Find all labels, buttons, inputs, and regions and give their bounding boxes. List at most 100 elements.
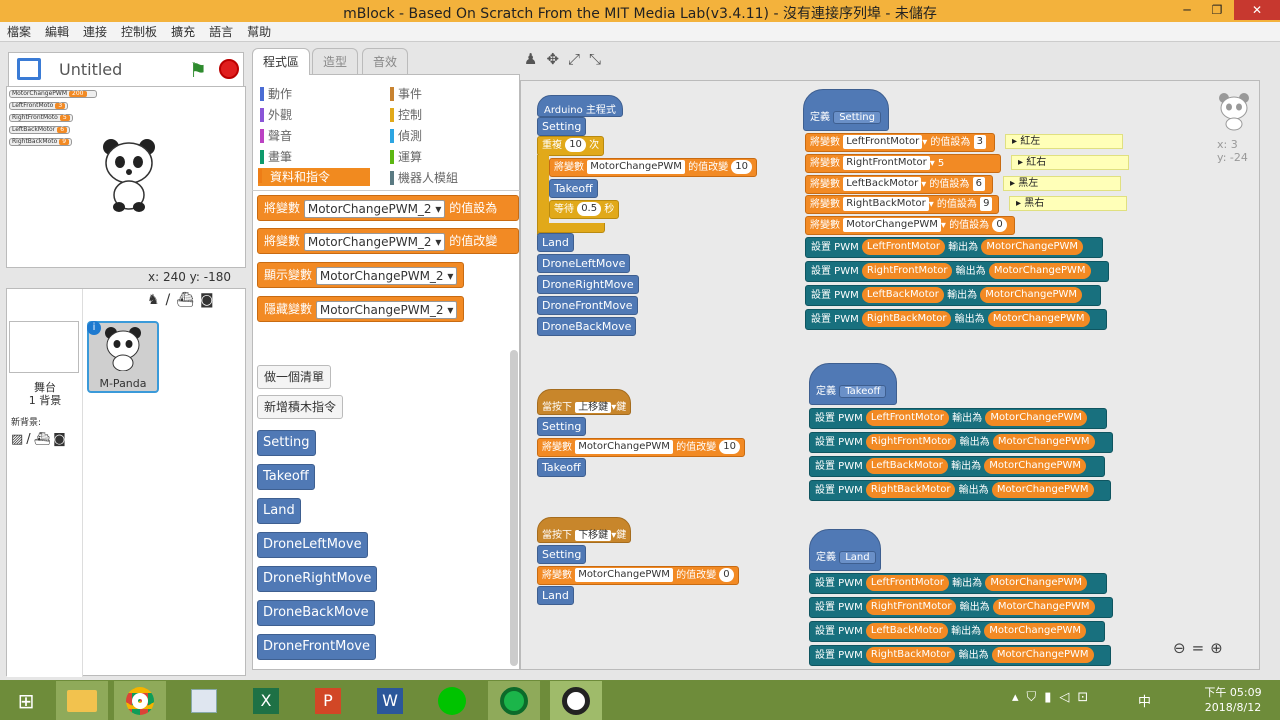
sprite-thumbnail[interactable]: i M-Panda (87, 321, 159, 393)
key-press-hat-down[interactable]: 當按下 下移鍵▾鍵 (537, 517, 632, 543)
category-control[interactable]: 控制 (390, 107, 422, 123)
set-pwm-block[interactable]: 設置 PWM RightBackMotor 輸出為 MotorChangePWM (805, 309, 1107, 330)
close-button[interactable]: ✕ (1234, 0, 1280, 20)
change-variable-block[interactable]: 將變數 MotorChangePWM 的值改變 0 (537, 566, 739, 585)
set-pwm-block[interactable]: 設置 PWM RightFrontMotor 輸出為 MotorChangePW… (805, 261, 1109, 282)
tab-sounds[interactable]: 音效 (362, 48, 409, 74)
palette-block-dronefrontmove[interactable]: DroneFrontMove (257, 634, 377, 660)
variable-dropdown[interactable]: MotorChangePWM_2 ▾ (315, 300, 458, 319)
set-pwm-block[interactable]: 設置 PWM RightFrontMotor 輸出為 MotorChangePW… (809, 597, 1113, 618)
arduino-main-hat[interactable]: Arduino 主程式 (537, 95, 623, 117)
variable-dropdown[interactable]: MotorChangePWM_2 ▾ (315, 266, 458, 285)
call-takeoff-block[interactable]: Takeoff (549, 179, 598, 198)
taskbar-line-icon[interactable] (426, 681, 478, 720)
palette-block-setting[interactable]: Setting (257, 430, 316, 456)
menu-file[interactable]: 檔案 (7, 25, 32, 39)
set-pwm-block[interactable]: 設置 PWM LeftBackMotor 輸出為 MotorChangePWM (809, 621, 1105, 642)
menu-connect[interactable]: 連接 (83, 25, 108, 39)
define-setting-hat[interactable]: 定義 Setting (803, 89, 889, 131)
define-land-hat[interactable]: 定義 Land (809, 529, 881, 571)
category-sound[interactable]: 聲音 (260, 128, 292, 144)
palette-scrollbar[interactable] (510, 350, 518, 666)
sprite-toolbar-icons[interactable]: ♟✥⤢⤡ (524, 50, 611, 68)
menu-help[interactable]: 幫助 (247, 25, 272, 39)
change-variable-block[interactable]: 將變數 MotorChangePWM 的值改變 10 (537, 438, 746, 457)
set-pwm-block[interactable]: 設置 PWM RightBackMotor 輸出為 MotorChangePWM (809, 480, 1111, 501)
category-events[interactable]: 事件 (390, 86, 422, 102)
change-variable-block[interactable]: 將變數 MotorChangePWM 的值改變 10 (549, 158, 758, 177)
set-pwm-block[interactable]: 設置 PWM RightBackMotor 輸出為 MotorChangePWM (809, 645, 1111, 666)
comment-note[interactable]: ▸ 紅右 (1011, 155, 1129, 170)
set-pwm-block[interactable]: 設置 PWM LeftFrontMotor 輸出為 MotorChangePWM (809, 408, 1107, 429)
panda-sprite[interactable] (101, 137, 157, 213)
show-variable-block[interactable]: 顯示變數 MotorChangePWM_2 ▾ (257, 262, 465, 288)
maximize-button[interactable]: ❐ (1211, 3, 1223, 17)
make-list-button[interactable]: 做一個清單 (257, 365, 332, 389)
category-looks[interactable]: 外觀 (260, 107, 292, 123)
category-pen[interactable]: 畫筆 (260, 149, 292, 165)
category-operators[interactable]: 運算 (390, 149, 422, 165)
fullscreen-icon[interactable] (17, 58, 41, 80)
hide-variable-block[interactable]: 隱藏變數 MotorChangePWM_2 ▾ (257, 296, 465, 322)
stop-icon[interactable] (219, 59, 239, 79)
call-setting-block[interactable]: Setting (537, 117, 587, 136)
clock-time[interactable]: 下午 05:09 (1204, 686, 1262, 699)
palette-block-dronerightmove[interactable]: DroneRightMove (257, 566, 378, 592)
call-takeoff-block[interactable]: Takeoff (537, 458, 586, 477)
set-var-rightfront[interactable]: 將變數 RightFrontMotor▾ 5 (805, 154, 1001, 173)
menu-edit[interactable]: 編輯 (45, 25, 70, 39)
category-motion[interactable]: 動作 (260, 86, 292, 102)
call-droneleftmove-block[interactable]: DroneLeftMove (537, 254, 631, 273)
comment-note[interactable]: ▸ 黑左 (1003, 176, 1121, 191)
taskbar-excel-icon[interactable]: X (240, 681, 292, 720)
set-pwm-block[interactable]: 設置 PWM LeftBackMotor 輸出為 MotorChangePWM (805, 285, 1101, 306)
variable-dropdown[interactable]: MotorChangePWM_2 ▾ (303, 199, 446, 218)
script-area[interactable]: Arduino 主程式 Setting 重複 10 次 將變數 MotorCha… (520, 80, 1260, 670)
call-dronerightmove-block[interactable]: DroneRightMove (537, 275, 639, 294)
menu-extensions[interactable]: 擴充 (171, 25, 196, 39)
palette-block-takeoff[interactable]: Takeoff (257, 464, 315, 490)
set-pwm-block[interactable]: 設置 PWM LeftFrontMotor 輸出為 MotorChangePWM (805, 237, 1103, 258)
tab-scripts[interactable]: 程式區 (252, 48, 311, 75)
stage-thumbnail[interactable] (9, 321, 79, 373)
backdrop-tools-icons[interactable]: ▨/⛴◙ (11, 432, 69, 447)
comment-note[interactable]: ▸ 黑右 (1009, 196, 1127, 211)
wait-block[interactable]: 等待 0.5 秒 (549, 200, 620, 219)
set-pwm-block[interactable]: 設置 PWM RightFrontMotor 輸出為 MotorChangePW… (809, 432, 1113, 453)
call-dronefrontmove-block[interactable]: DroneFrontMove (537, 296, 638, 315)
set-var-rightback[interactable]: 將變數 RightBackMotor▾ 的值設為 9 (805, 195, 999, 214)
variable-dropdown[interactable]: MotorChangePWM_2 ▾ (303, 232, 446, 251)
menu-boards[interactable]: 控制板 (121, 25, 158, 39)
set-var-leftfront[interactable]: 將變數 LeftFrontMotor▾ 的值設為 3 (805, 133, 995, 152)
define-takeoff-hat[interactable]: 定義 Takeoff (809, 363, 897, 405)
call-setting-block[interactable]: Setting (537, 417, 587, 436)
category-robots[interactable]: 機器人模組 (390, 170, 458, 186)
taskbar-word-icon[interactable]: W (364, 681, 416, 720)
set-pwm-block[interactable]: 設置 PWM LeftFrontMotor 輸出為 MotorChangePWM (809, 573, 1107, 594)
make-block-button[interactable]: 新增積木指令 (257, 395, 344, 419)
tray-icons[interactable]: ▴⛉▮◁⊡ (1012, 690, 1097, 705)
taskbar-mblock-icon[interactable] (550, 681, 602, 720)
call-setting-block[interactable]: Setting (537, 545, 587, 564)
zoom-controls[interactable]: ⊖=⊕ (1173, 639, 1229, 657)
taskbar-file-explorer-icon[interactable] (56, 681, 108, 720)
ime-indicator[interactable]: 中 (1138, 695, 1152, 710)
call-land-block[interactable]: Land (537, 586, 574, 605)
menu-language[interactable]: 語言 (209, 25, 234, 39)
change-variable-block[interactable]: 將變數 MotorChangePWM_2 ▾ 的值改變 (257, 228, 519, 254)
set-pwm-block[interactable]: 設置 PWM LeftBackMotor 輸出為 MotorChangePWM (809, 456, 1105, 477)
green-flag-icon[interactable]: ⚑ (189, 58, 207, 82)
call-dronebackmove-block[interactable]: DroneBackMove (537, 317, 637, 336)
call-land-block[interactable]: Land (537, 233, 574, 252)
project-title[interactable]: Untitled (59, 60, 123, 79)
category-data[interactable]: 資料和指令 (258, 168, 370, 186)
repeat-block[interactable]: 重複 10 次 (537, 136, 604, 156)
start-button[interactable]: ⊞ (17, 688, 35, 713)
category-sensing[interactable]: 偵測 (390, 128, 422, 144)
set-var-leftback[interactable]: 將變數 LeftBackMotor▾ 的值設為 6 (805, 175, 993, 194)
set-variable-block[interactable]: 將變數 MotorChangePWM_2 ▾ 的值設為 (257, 195, 519, 221)
set-var-motorchangepwm[interactable]: 將變數 MotorChangePWM▾ 的值設為 0 (805, 216, 1015, 235)
taskbar-app-icon[interactable] (488, 681, 540, 720)
clock-date[interactable]: 2018/8/12 (1204, 701, 1262, 714)
